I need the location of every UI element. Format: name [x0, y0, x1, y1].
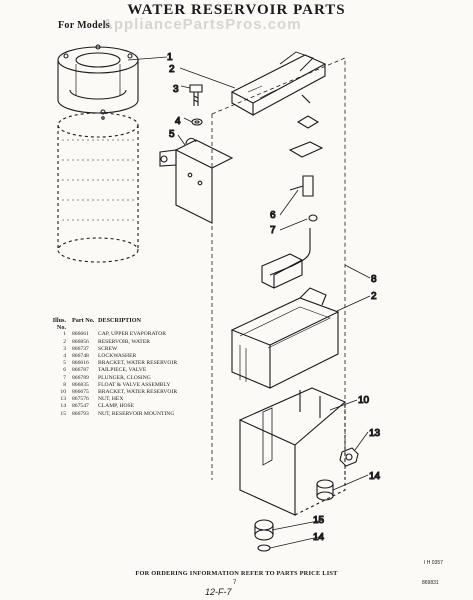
legend-part-no: 866661: [72, 331, 89, 338]
lower-bracket-drawing: [239, 387, 347, 516]
hex-nut-drawing: [339, 447, 359, 467]
legend-row: 15 866793 NUT, RESERVOIR MOUNTING: [52, 411, 258, 418]
legend-col-part: Part No.: [72, 317, 95, 324]
handwritten-note: 12-F-7: [205, 587, 232, 597]
callout-leaders: [127, 56, 371, 549]
legend-part-no: 866675: [72, 389, 89, 396]
page-number: 7: [233, 580, 237, 586]
legend-col-illus: Illus. No.: [52, 317, 66, 332]
legend-part-no: 866789: [72, 374, 89, 381]
legend-description: BRACKET, WATER RESERVOIR: [98, 360, 178, 367]
callout-label: 1: [167, 52, 173, 63]
legend-description: PLUNGER, CLOSING: [98, 374, 151, 381]
legend-part-no: 866835: [72, 381, 89, 388]
legend-row: 2 866856 RESERVOIR, WATER: [52, 339, 258, 346]
legend-description: LOCKWASHER: [98, 353, 137, 360]
legend-row: 3 866737 SCREW: [52, 346, 258, 353]
reservoir-cover-drawing: [230, 51, 327, 116]
callout-label: 8: [371, 274, 377, 285]
legend-part-no: 866616: [72, 360, 89, 367]
callout-label: 2: [169, 64, 175, 75]
legend-part-no: 866787: [72, 367, 89, 374]
legend-illus-no: 4: [63, 353, 66, 360]
legend-description: RESERVOIR, WATER: [98, 338, 150, 345]
legend-illus-no: 6: [63, 367, 66, 374]
legend-part-no: 867576: [72, 396, 89, 403]
legend-illus-no: 7: [63, 374, 66, 381]
diagram-code: I H 0357: [424, 560, 443, 566]
legend-header-row: Illus. No. Part No. DESCRIPTION: [52, 317, 258, 331]
float-valve-drawing: [261, 94, 324, 289]
legend-row: 7 866789 PLUNGER, CLOSING: [52, 375, 258, 382]
callout-label: 14: [313, 532, 325, 543]
legend-part-no: 866748: [72, 353, 89, 360]
callout-label: 14: [369, 471, 381, 482]
legend-illus-no: 14: [60, 403, 66, 410]
legend-rows: 1 866661 CAP, UPPER EVAPORATOR 2 866856 RESER…: [52, 331, 258, 417]
callout-label: 10: [358, 395, 370, 406]
legend-illus-no: 1: [63, 331, 66, 338]
evaporator-cap-drawing: [57, 44, 139, 263]
legend-illus-no: 13: [60, 396, 66, 403]
legend-description: CAP, UPPER EVAPORATOR: [98, 331, 167, 338]
callout-label: 2: [371, 291, 377, 302]
legend-row: 5 866616 BRACKET, WATER RESERVOIR: [52, 360, 258, 367]
legend-part-no: 867547: [72, 403, 89, 410]
legend-illus-no: 8: [63, 381, 66, 388]
callout-label: 5: [169, 129, 175, 140]
legend-row: 13 867576 NUT, HEX: [52, 396, 258, 403]
callout-label: 3: [173, 84, 179, 95]
legend-description: SCREW: [98, 345, 118, 352]
hose-clamp-drawing: [254, 479, 334, 552]
water-reservoir-drawing: [230, 287, 340, 389]
model-subtitle: For Models: [58, 20, 110, 31]
callout-label: 7: [270, 225, 276, 236]
legend-row: 4 866748 LOCKWASHER: [52, 353, 258, 360]
callout-label: 13: [369, 428, 381, 439]
legend-illus-no: 2: [63, 338, 66, 345]
legend-row: 8 866835 FLOAT & VALVE ASSEMBLY: [52, 382, 258, 389]
legend-row: 14 867547 CLAMP, HOSE: [52, 403, 258, 410]
legend-row: 10 866675 BRACKET, WATER RESERVOIR: [52, 389, 258, 396]
legend-description: FLOAT & VALVE ASSEMBLY: [98, 381, 171, 388]
legend-illus-no: 15: [60, 410, 66, 417]
callout-label: 4: [175, 116, 181, 127]
legend-part-no: 866793: [72, 410, 89, 417]
screw-drawing: [189, 84, 203, 126]
legend-row: 6 866787 TAILPIECE, VALVE: [52, 367, 258, 374]
legend-description: CLAMP, HOSE: [98, 403, 135, 410]
legend-illus-no: 5: [63, 360, 66, 367]
legend-description: TAILPIECE, VALVE: [98, 367, 147, 374]
legend-illus-no: 3: [63, 345, 66, 352]
watermark-text: AppliancePartsPros.com: [102, 16, 302, 33]
legend-col-description: DESCRIPTION: [98, 317, 141, 324]
legend-description: NUT, RESERVOIR MOUNTING: [98, 410, 175, 417]
legend-illus-no: 10: [60, 389, 66, 396]
callout-label: 6: [270, 210, 276, 221]
legend-row: 1 866661 CAP, UPPER EVAPORATOR: [52, 331, 258, 338]
legend-part-no: 866737: [72, 345, 89, 352]
legend-part-no: 866856: [72, 338, 89, 345]
legend-description: BRACKET, WATER RESERVOIR: [98, 389, 178, 396]
bracket-drawing: [159, 137, 234, 224]
page-title: WATER RESERVOIR PARTS: [127, 2, 346, 18]
callout-label: 15: [313, 515, 325, 526]
document-code: 869831: [422, 580, 439, 586]
ordering-info-footer: FOR ORDERING INFORMATION REFER TO PARTS …: [135, 570, 338, 577]
legend-description: NUT, HEX: [98, 396, 124, 403]
